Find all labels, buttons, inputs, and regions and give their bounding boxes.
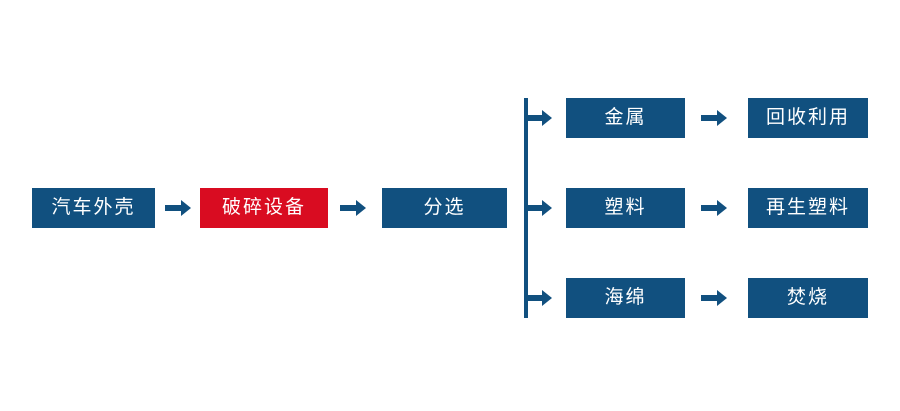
node-regen-plastic-label: 再生塑料 — [765, 196, 850, 218]
node-plastic-label: 塑料 — [604, 196, 647, 218]
node-sponge[interactable]: 海绵 — [566, 278, 685, 318]
arrow-right-icon — [526, 197, 552, 219]
node-metal[interactable]: 金属 — [566, 98, 685, 138]
node-incinerate-label: 焚烧 — [786, 286, 829, 308]
node-sorting-label: 分选 — [423, 196, 466, 218]
node-incinerate[interactable]: 焚烧 — [748, 278, 868, 318]
node-crusher[interactable]: 破碎设备 — [200, 188, 328, 228]
node-recycle-label: 回收利用 — [765, 106, 850, 128]
node-metal-label: 金属 — [604, 106, 647, 128]
arrow-right-icon — [701, 287, 727, 309]
node-crusher-label: 破碎设备 — [221, 196, 306, 218]
arrow-right-icon — [701, 107, 727, 129]
arrow-right-icon — [165, 197, 191, 219]
arrow-right-icon — [701, 197, 727, 219]
node-regen-plastic[interactable]: 再生塑料 — [748, 188, 868, 228]
node-sponge-label: 海绵 — [604, 286, 647, 308]
arrow-right-icon — [526, 107, 552, 129]
arrow-right-icon — [340, 197, 366, 219]
node-plastic[interactable]: 塑料 — [566, 188, 685, 228]
node-sorting[interactable]: 分选 — [382, 188, 507, 228]
arrow-right-icon — [526, 287, 552, 309]
node-car-shell[interactable]: 汽车外壳 — [32, 188, 155, 228]
node-recycle[interactable]: 回收利用 — [748, 98, 868, 138]
node-car-shell-label: 汽车外壳 — [51, 196, 136, 218]
